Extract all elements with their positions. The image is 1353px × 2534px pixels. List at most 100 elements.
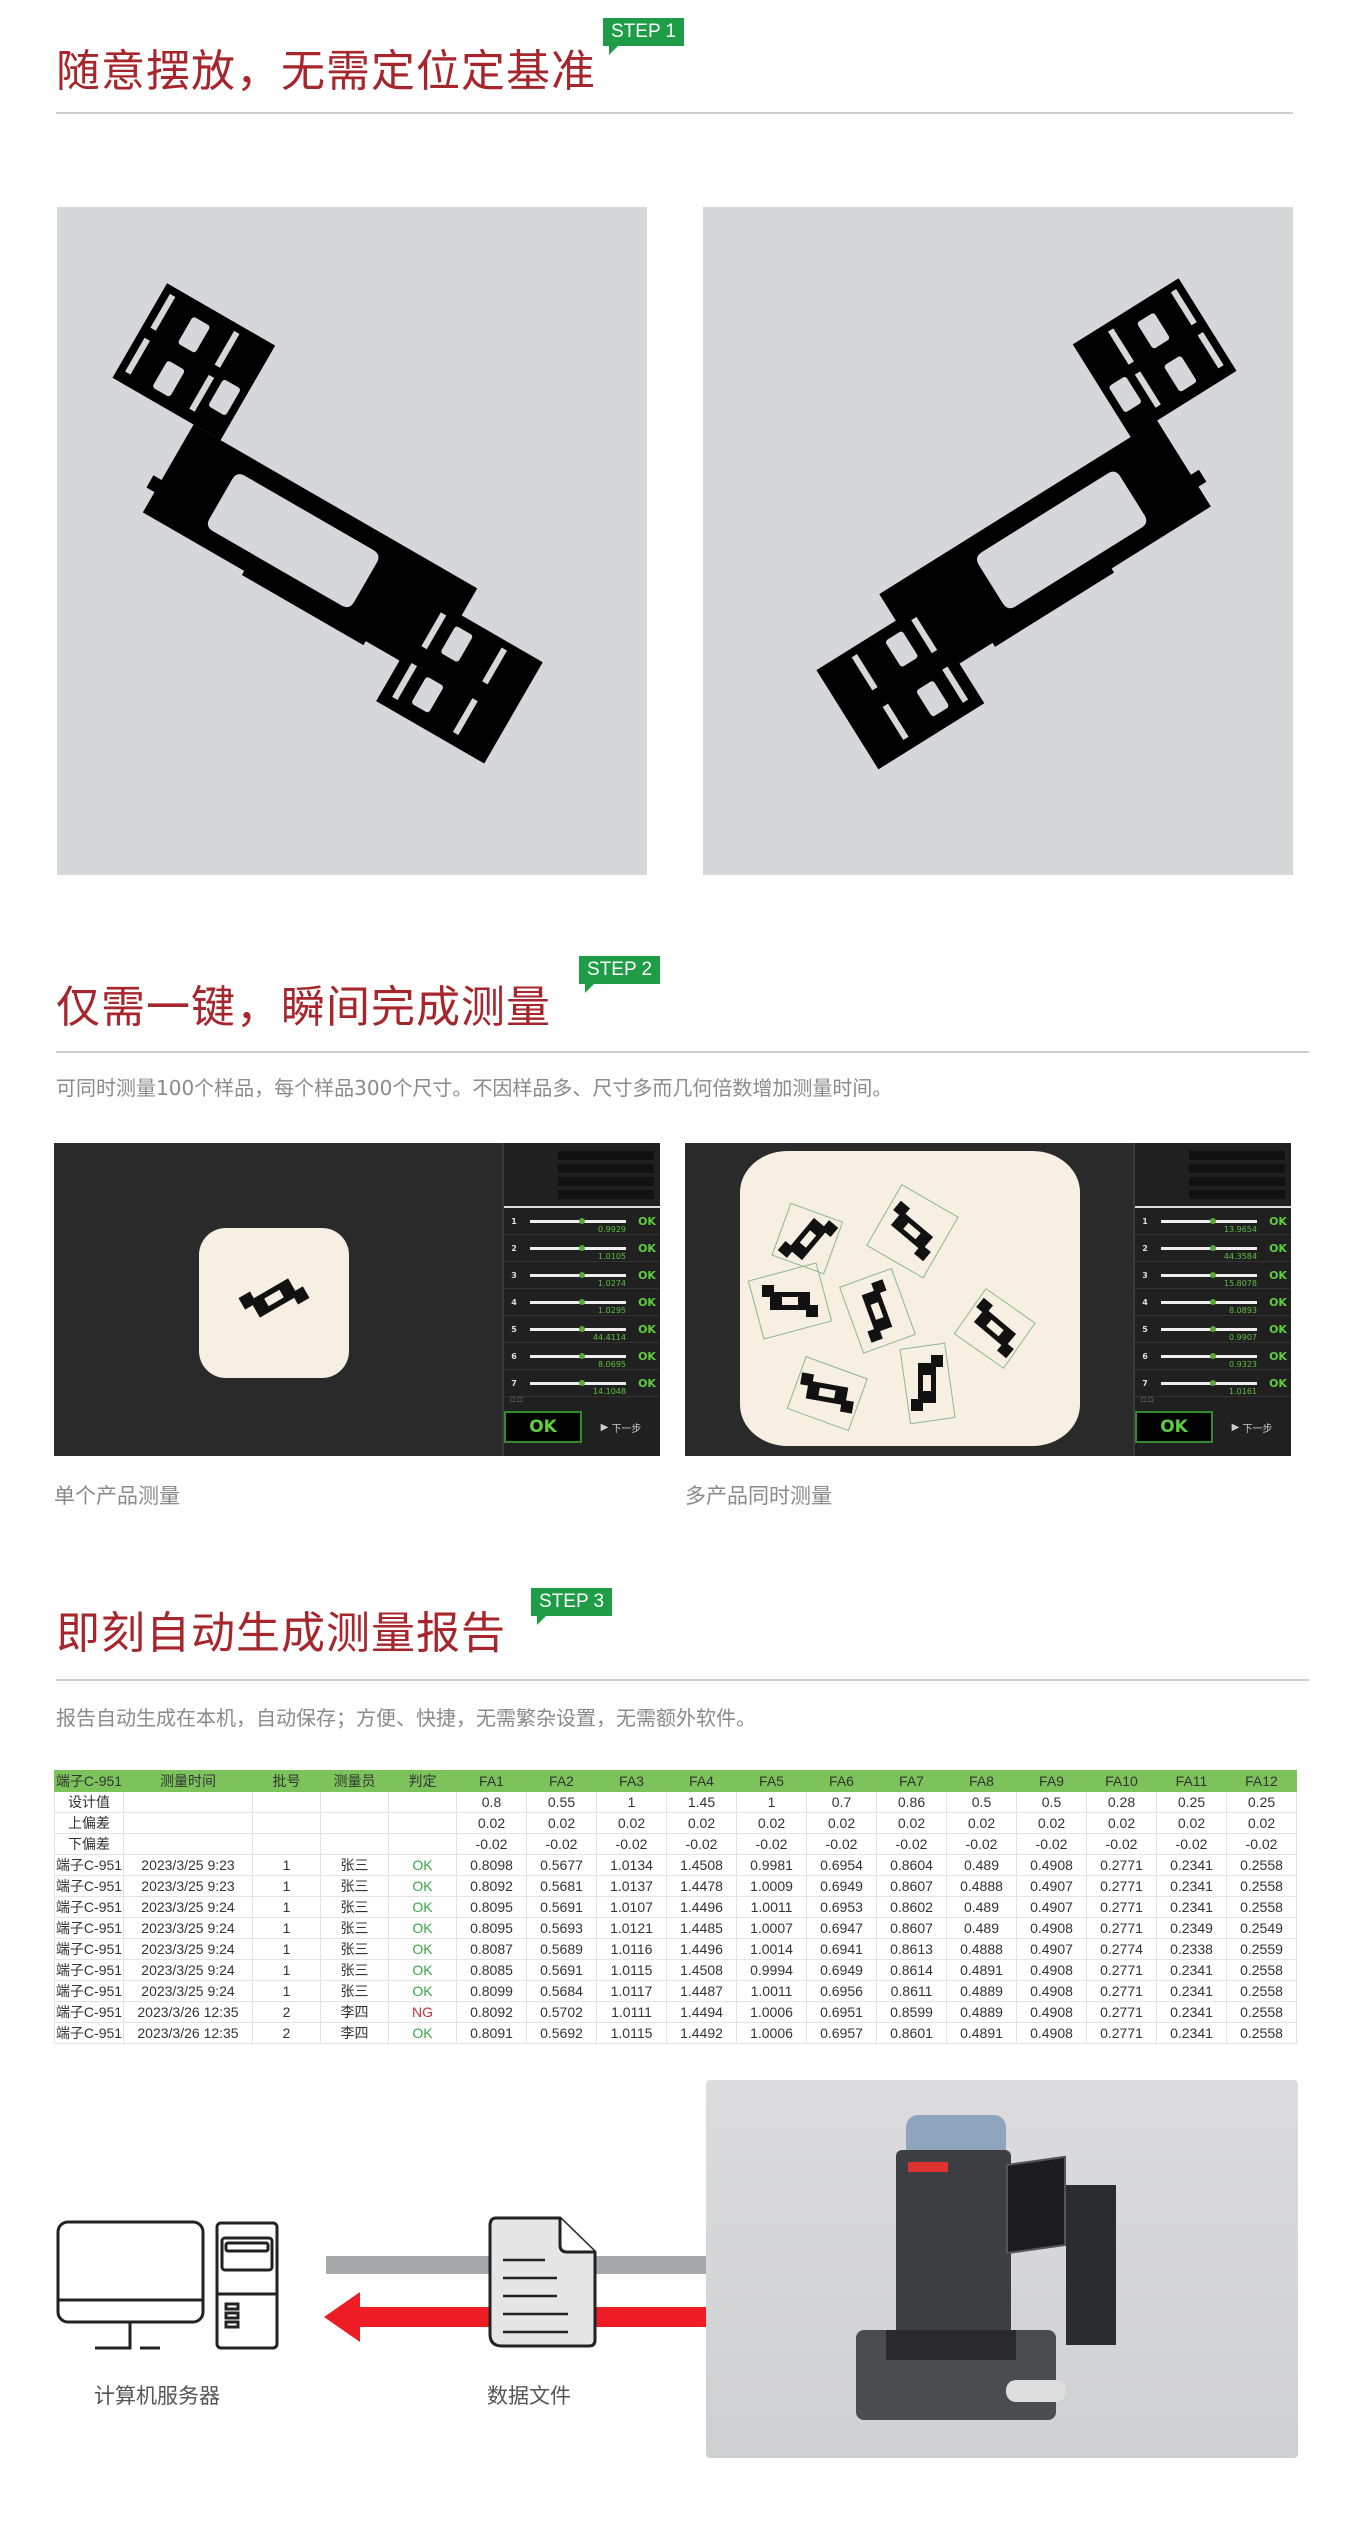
display-options[interactable]: ☐ ☐: [510, 1397, 523, 1404]
table-cell: 0.02: [526, 1812, 597, 1834]
table-cell: 1.0111: [596, 2001, 667, 2023]
table-cell: 0.489: [946, 1896, 1017, 1918]
table-cell: 2023/3/25 9:24: [123, 1980, 253, 2002]
tolerance-slider: 44.4114: [524, 1316, 634, 1343]
table-cell: [388, 1833, 457, 1855]
tolerance-slider: 1.0105: [524, 1235, 634, 1262]
table-cell: 0.8087: [456, 1938, 527, 1960]
column-header: FA2: [526, 1770, 597, 1792]
tolerance-slider: 15.8078: [1155, 1262, 1265, 1289]
table-cell: -0.02: [1226, 1833, 1297, 1855]
table-cell: 1.4508: [666, 1959, 737, 1981]
row-number: 5: [1142, 1324, 1148, 1334]
table-cell: 2: [252, 2001, 321, 2023]
table-cell: 0.2558: [1226, 1896, 1297, 1918]
step2-subtitle: 可同时测量100个样品，每个样品300个尺寸。不因样品多、尺寸多而几何倍数增加测…: [56, 1076, 893, 1100]
status-ok: OK: [1269, 1214, 1287, 1228]
status-ok: OK: [638, 1322, 656, 1336]
row-number: 3: [1142, 1270, 1148, 1280]
status-ok: OK: [1269, 1295, 1287, 1309]
table-cell: 1.0006: [736, 2001, 807, 2023]
table-cell: 1.0134: [596, 1854, 667, 1876]
status-ok: OK: [638, 1295, 656, 1309]
table-cell: 0.2341: [1156, 2001, 1227, 2023]
table-cell: 0.8604: [876, 1854, 947, 1876]
table-cell: -0.02: [806, 1833, 877, 1855]
table-cell: 2023/3/25 9:24: [123, 1959, 253, 1981]
table-cell: 0.4889: [946, 2001, 1017, 2023]
status-ok: OK: [1269, 1376, 1287, 1390]
table-cell: 0.02: [1226, 1812, 1297, 1834]
table-cell: 1.0115: [596, 2022, 667, 2044]
table-cell: [320, 1812, 389, 1834]
table-cell: 0.6941: [806, 1938, 877, 1960]
table-cell: 0.02: [456, 1812, 527, 1834]
section-title-step3: 即刻自动生成测量报告: [56, 1608, 506, 1659]
ok-status-button[interactable]: OK: [1135, 1411, 1213, 1443]
table-cell: 0.6956: [806, 1980, 877, 2002]
table-cell: 2023/3/25 9:23: [123, 1854, 253, 1876]
status-ok: OK: [638, 1376, 656, 1390]
column-header: FA9: [1016, 1770, 1087, 1792]
status-ok: OK: [1269, 1322, 1287, 1336]
table-row: 下偏差-0.02-0.02-0.02-0.02-0.02-0.02-0.02-0…: [54, 1833, 1297, 1855]
table-cell: 张三: [320, 1980, 389, 2002]
table-cell: 0.5684: [526, 1980, 597, 2002]
ok-status-button[interactable]: OK: [504, 1411, 582, 1443]
table-cell: 0.8607: [876, 1917, 947, 1939]
table-cell: 0.4888: [946, 1875, 1017, 1897]
measured-value: 1.0274: [598, 1278, 626, 1288]
table-cell: 端子C-951: [54, 2001, 124, 2023]
table-cell: 1.45: [666, 1791, 737, 1813]
next-step-button[interactable]: ▶ 下一步: [600, 1421, 642, 1435]
step1-badge: STEP 1: [603, 18, 685, 55]
table-cell: [320, 1791, 389, 1813]
table-cell: 张三: [320, 1917, 389, 1939]
table-cell: 0.8613: [876, 1938, 947, 1960]
column-header: FA4: [666, 1770, 737, 1792]
divider: [56, 1679, 1309, 1681]
table-cell: 1.4496: [666, 1938, 737, 1960]
table-cell: 端子C-951: [54, 1959, 124, 1981]
table-cell: OK: [388, 1980, 457, 2002]
tolerance-slider: 8.0695: [524, 1343, 634, 1370]
display-options[interactable]: ☐ ☐: [1141, 1397, 1154, 1404]
table-cell: 0.2338: [1156, 1938, 1227, 1960]
column-header: FA12: [1226, 1770, 1297, 1792]
table-cell: 0.28: [1086, 1791, 1157, 1813]
table-cell: 0.4907: [1016, 1896, 1087, 1918]
table-cell: 设计值: [54, 1791, 124, 1813]
table-cell: 0.2558: [1226, 2001, 1297, 2023]
table-cell: -0.02: [456, 1833, 527, 1855]
table-cell: 0.5681: [526, 1875, 597, 1897]
tolerance-slider: 1.0274: [524, 1262, 634, 1289]
table-cell: 1.0007: [736, 1917, 807, 1939]
table-cell: 1: [736, 1791, 807, 1813]
row-number: 6: [1142, 1351, 1148, 1361]
table-cell: 0.86: [876, 1791, 947, 1813]
column-header: 判定: [388, 1770, 457, 1792]
table-cell: 0.02: [1086, 1812, 1157, 1834]
table-cell: 0.2341: [1156, 1959, 1227, 1981]
table-cell: -0.02: [526, 1833, 597, 1855]
table-cell: 0.8092: [456, 2001, 527, 2023]
table-cell: NG: [388, 2001, 457, 2023]
step2-badge: STEP 2: [579, 956, 661, 993]
next-step-button[interactable]: ▶ 下一步: [1231, 1421, 1273, 1435]
